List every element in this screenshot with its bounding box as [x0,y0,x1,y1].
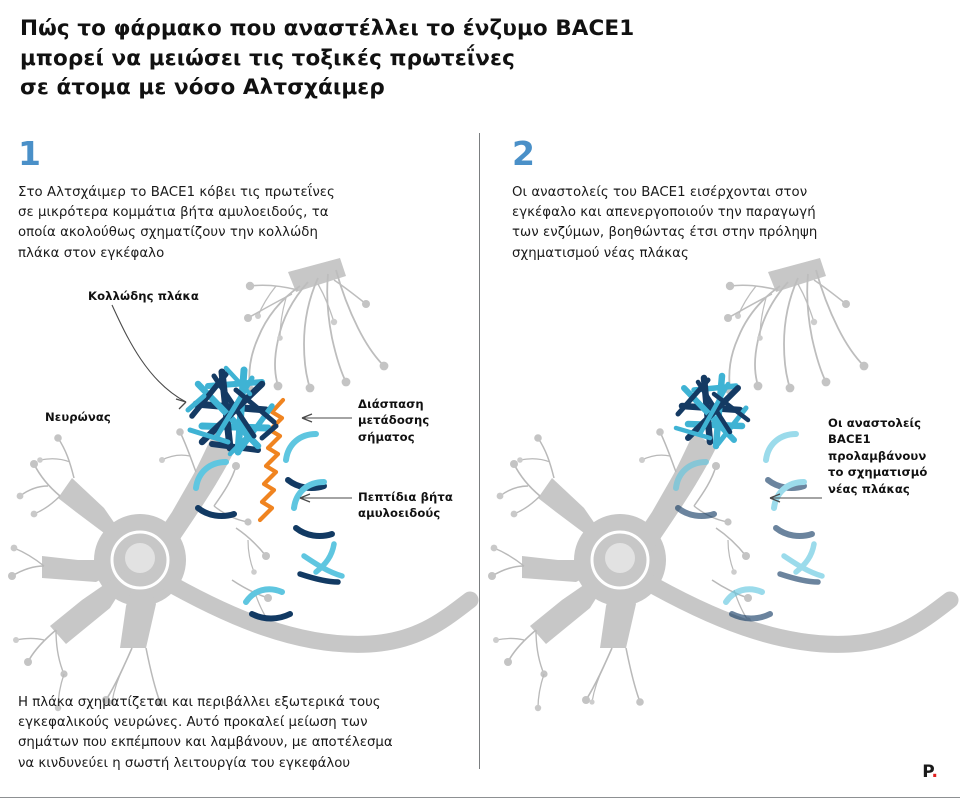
label-inhibitor-line-1: Οι αναστολείς [828,416,922,430]
peptide-leader-arrowhead [299,493,311,503]
plaque-leader-curve [111,304,187,403]
step2-line-4: σχηματισμού νέας πλάκας [512,245,689,261]
label-inhibitor-line-4: το σχηματισμό [828,465,928,480]
logo-mark: P [922,762,932,782]
left-neuron-diagram [7,257,470,713]
label-bace1-inhibitors: Οι αναστολείς BACE1 προλαμβάνουν το σχημ… [828,415,927,497]
caption-line-4: να κινδυνεύει η σωστή λειτουργία του εγκ… [18,755,351,771]
amyloid-plaque-cluster [188,368,276,454]
inhibitor-leader-arrowhead [769,493,781,503]
label-neuron: Νευρώνας [45,409,111,425]
step2-line-2: εγκέφαλο και απενεργοποιούν την παραγωγή [512,205,816,221]
label-signal-disruption: Διάσπαση μετάδοσης σήματος [358,396,429,445]
step1-line-2: σε μικρότερα κομμάτια βήτα αμυλοειδούς, … [18,205,329,221]
step-description-2: Οι αναστολείς του BACE1 εισέρχονται στον… [512,183,872,264]
step1-line-3: οποία ακολούθως σχηματίζουν την κολλώδη [18,225,318,241]
column-divider [479,133,481,769]
beta-amyloid-peptides [196,434,342,619]
step2-line-3: των ενζύμων, βοηθώντας έτσι στην πρόληψη [512,225,818,241]
title-line-2: μπορεί να μειώσει τις τοξικές πρωτεΐνες [20,45,515,71]
publisher-logo: P. [922,764,938,781]
step-number-1: 1 [18,134,41,173]
step-description-1: Στο Αλτσχάιμερ το BACE1 κόβει τις πρωτεΐ… [18,183,368,264]
label-sticky-plaque-line-1: Κολλώδης πλάκα [88,289,199,303]
label-peptide-line-1: Πεπτίδια βήτα [358,490,453,504]
label-neuron-line-1: Νευρώνας [45,410,111,424]
caption-line-1: Η πλάκα σχηματίζεται και περιβάλλει εξωτ… [18,695,381,710]
beta-amyloid-peptides-reduced [676,434,822,619]
step1-line-4: πλάκα στον εγκέφαλο [18,245,165,261]
label-signal-line-1: Διάσπαση [358,397,424,411]
step1-line-1: Στο Αλτσχάιμερ το BACE1 κόβει τις πρωτεΐ… [18,185,335,200]
label-signal-line-3: σήματος [358,429,415,444]
label-inhibitor-line-5: νέας πλάκας [828,481,910,496]
amyloid-plaque-cluster-small [676,376,748,446]
step2-line-1: Οι αναστολείς του BACE1 εισέρχονται στον [512,185,808,200]
caption-line-3: σημάτων που εκπέμπουν και λαμβάνουν, με … [18,735,393,751]
label-signal-line-2: μετάδοσης [358,413,430,428]
callout-leaders [111,304,822,503]
label-beta-amyloid-peptides: Πεπτίδια βήτα αμυλοειδούς [358,489,453,522]
plaque-leader-arrowhead [175,398,187,410]
step-number-2: 2 [512,134,535,173]
bottom-rule [0,797,960,799]
label-sticky-plaque: Κολλώδης πλάκα [88,288,199,304]
bottom-caption: Η πλάκα σχηματίζεται και περιβάλλει εξωτ… [18,693,448,774]
signal-leader-arrowhead [301,413,313,423]
page-title: Πώς το φάρμακο που αναστέλλει το ένζυμο … [20,14,720,103]
logo-dot: . [931,762,938,782]
label-inhibitor-line-3: προλαμβάνουν [828,448,927,463]
caption-line-2: εγκεφαλικούς νευρώνες. Αυτό προκαλεί μεί… [18,715,368,731]
label-peptide-line-2: αμυλοειδούς [358,506,441,521]
label-inhibitor-line-2: BACE1 [828,432,871,447]
title-line-3: σε άτομα με νόσο Αλτσχάιμερ [20,75,385,101]
title-line-1: Πώς το φάρμακο που αναστέλλει το ένζυμο … [20,16,635,41]
signal-disruption-zigzag [257,397,286,523]
